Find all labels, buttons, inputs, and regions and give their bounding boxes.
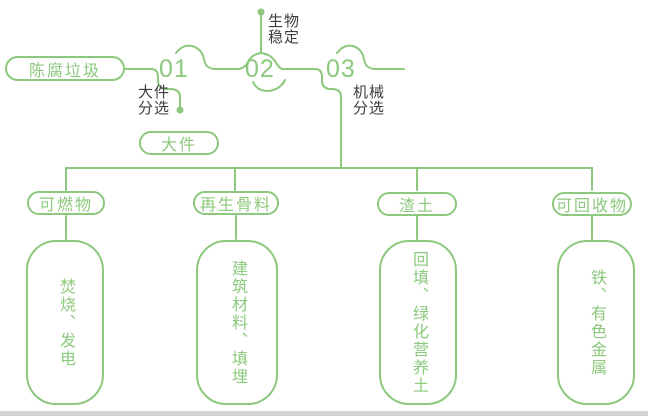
step-02-number: 02 (245, 55, 275, 83)
bulky-sorting-label: 大件 分选 (138, 84, 171, 117)
recycled-aggregate-uses-box: 建筑材料、填埋 (196, 240, 278, 405)
mechanical-sorting-label: 机械 分选 (353, 84, 386, 117)
combustibles-uses-text: 焚烧、发电 (57, 277, 74, 368)
source-pill-label: 陈腐垃圾 (28, 62, 101, 80)
recycled-aggregate-pill-label: 再生骨料 (199, 197, 272, 214)
slag-soil-uses-text: 回填、绿化营养土 (410, 250, 427, 395)
recyclables-pill: 可回收物 (552, 192, 632, 216)
slag-soil-pill: 渣土 (377, 192, 457, 216)
line-step03-branch-down (314, 68, 342, 169)
bulky-items-pill: 大件 (139, 131, 219, 155)
combustibles-uses-box: 焚烧、发电 (26, 240, 104, 405)
arc-over-step02 (260, 52, 316, 70)
recyclables-uses-text: 铁、有色金属 (588, 268, 605, 377)
bio-branch-dot (257, 8, 265, 16)
slag-soil-uses-box: 回填、绿化营养土 (379, 240, 457, 405)
step-01-number: 01 (159, 55, 189, 83)
recycled-aggregate-uses-text: 建筑材料、填埋 (229, 259, 246, 386)
line-step02-bio-branch (238, 13, 262, 70)
combustibles-pill-label: 可燃物 (38, 197, 93, 214)
distribution-line (65, 167, 593, 191)
combustibles-pill: 可燃物 (27, 191, 105, 215)
recyclables-uses-box: 铁、有色金属 (557, 240, 635, 405)
bottom-divider (0, 411, 648, 416)
bulky-items-pill-label: 大件 (160, 137, 197, 154)
bio-stabilization-label: 生物 稳定 (268, 13, 301, 46)
slag-soil-pill-label: 渣土 (398, 198, 435, 215)
recyclables-pill-label: 可回收物 (555, 198, 628, 215)
arc-over-step03 (336, 44, 405, 70)
step-03-number: 03 (326, 55, 356, 83)
bulky-branch-dot (176, 106, 184, 114)
source-pill: 陈腐垃圾 (5, 56, 125, 81)
curl-under-step02 (252, 79, 286, 93)
arc-over-step01 (175, 44, 240, 70)
recycled-aggregate-pill: 再生骨料 (193, 191, 279, 215)
line-source-to-step01 (124, 68, 181, 107)
